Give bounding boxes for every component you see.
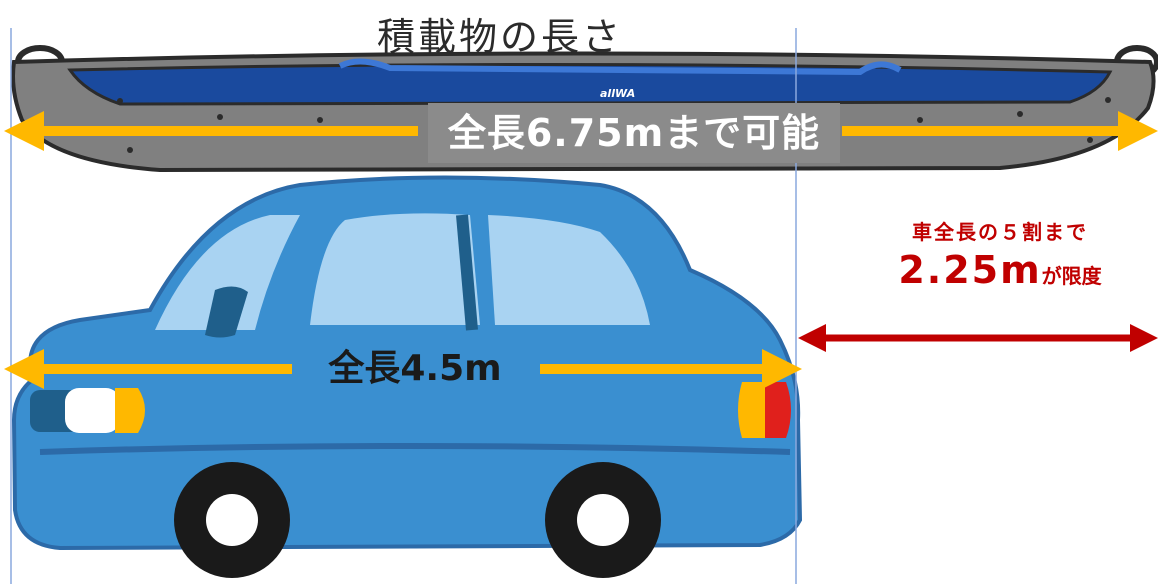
- kayak-length-label: 全長6.75mまで可能: [428, 103, 840, 163]
- car-length-label: 全長4.5m: [328, 348, 502, 389]
- overhang-limit-caption: 車全長の５割まで: [912, 220, 1088, 244]
- car-illustration: [11, 175, 803, 578]
- overhang-limit-value-row: 2.25mが限度: [850, 248, 1150, 292]
- overhang-limit-suffix: が限度: [1041, 264, 1102, 288]
- overhang-limit-value: 2.25m: [898, 248, 1042, 292]
- diagram-title: 積載物の長さ: [376, 15, 623, 59]
- kayak-brand-mark: allWA: [600, 87, 636, 100]
